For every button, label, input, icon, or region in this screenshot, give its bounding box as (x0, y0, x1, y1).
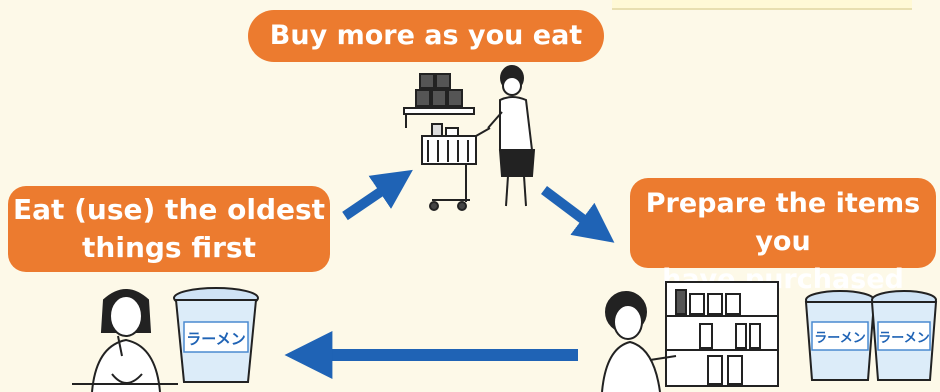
step-eat-oldest-line2: things first (82, 231, 256, 264)
ramen-cups-pair-icon: ラーメン ラーメン (804, 290, 938, 381)
ramen-cup-icon: ラーメン (173, 287, 259, 383)
step-eat-oldest-label: Eat (use) the oldest things first (8, 186, 330, 272)
ramen-cup-label: ラーメン (186, 330, 245, 348)
ramen-cup-label-right-1: ラーメン (814, 331, 865, 346)
step-prepare-items-line1: Prepare the items you (645, 188, 921, 257)
step-buy-more-text: Buy more as you eat (269, 20, 583, 51)
eating-woman-icon (72, 289, 178, 392)
ramen-cup-label-right-2: ラーメン (878, 331, 929, 346)
step-eat-oldest-line1: Eat (use) the oldest (12, 193, 326, 226)
pantry-woman-icon (601, 281, 779, 392)
arrow-down-right-icon (541, 186, 615, 243)
step-prepare-items-label: Prepare the items you have purchased (630, 178, 936, 295)
step-buy-more-label: Buy more as you eat (248, 10, 604, 62)
arrow-up-right-icon (342, 169, 413, 221)
top-decoration-strip (612, 0, 912, 10)
shopping-woman-icon (403, 65, 536, 211)
